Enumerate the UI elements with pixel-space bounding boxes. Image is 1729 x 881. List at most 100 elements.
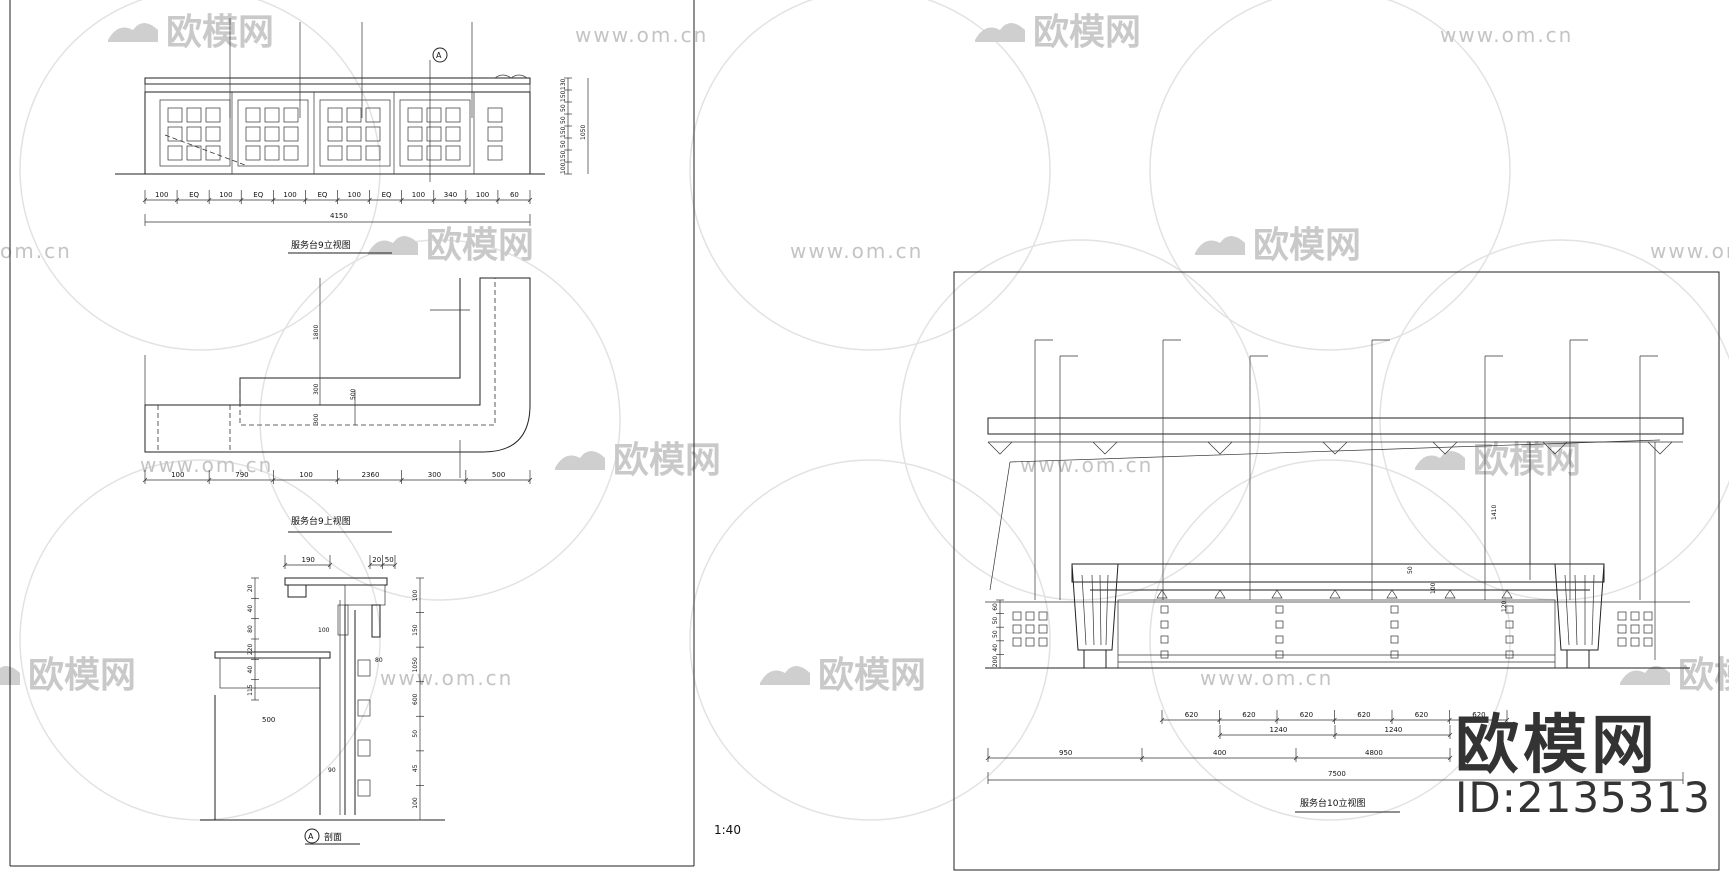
watermark-layer: 欧模网 欧模网 欧模网 欧模网 欧模网 欧模网 bbox=[0, 0, 1729, 821]
counter-stud bbox=[1505, 650, 1514, 659]
right-dim-label: 620 bbox=[1242, 711, 1255, 719]
front-dim-label: EQ bbox=[382, 191, 392, 199]
section-mark-a bbox=[304, 828, 320, 844]
section-dim-label: 20 bbox=[372, 556, 381, 564]
right-dim-label: 620 bbox=[1415, 711, 1428, 719]
side-grid-cell bbox=[1630, 611, 1640, 621]
watermark-url: om.cn bbox=[0, 239, 72, 263]
canopy-bracket bbox=[987, 441, 1013, 455]
canopy-slope-line bbox=[1009, 439, 1661, 463]
molding-profile bbox=[494, 74, 528, 79]
watermark-url: www.om.cn bbox=[1650, 239, 1729, 263]
panel-grid-cell bbox=[365, 126, 381, 142]
top-inner-dim: 500 bbox=[350, 388, 357, 400]
section-right-dim: 45 bbox=[412, 764, 419, 772]
top-inner-dim: 300 bbox=[313, 413, 320, 425]
right-dim-label: 620 bbox=[1300, 711, 1313, 719]
watermark-url: www.om.cn bbox=[380, 666, 513, 690]
panel-grid-cell bbox=[186, 107, 202, 123]
side-grid-cell bbox=[1012, 624, 1022, 634]
watermark-logo: 欧模网 bbox=[1415, 440, 1581, 481]
section-left-dim: 20 bbox=[247, 584, 254, 592]
watermark-text: 欧模网 bbox=[1033, 12, 1141, 53]
section-top-slab bbox=[284, 577, 388, 586]
panel-grid-cell bbox=[407, 126, 423, 142]
panel-grid-cell bbox=[426, 107, 442, 123]
watermark-url: www.om.cn bbox=[790, 239, 923, 263]
panel-grid-cell bbox=[346, 145, 362, 161]
counter-stud bbox=[1505, 605, 1514, 614]
panel-grid-cell bbox=[245, 107, 261, 123]
right-dim-label: 620 bbox=[1472, 711, 1485, 719]
top-dim-label: 2360 bbox=[362, 471, 380, 479]
section-mark-a bbox=[432, 47, 448, 63]
top-dim-label: 300 bbox=[428, 471, 441, 479]
section-dim-label: 50 bbox=[385, 556, 394, 564]
panel-grid-cell bbox=[426, 145, 442, 161]
section-right-dim: 50 bbox=[412, 730, 419, 738]
right-total-dim: 7500 bbox=[1328, 770, 1346, 778]
panel-grid-cell bbox=[264, 126, 280, 142]
watermark-logo: 欧模网 bbox=[975, 12, 1141, 53]
counter-stud bbox=[1160, 620, 1169, 629]
section-left-dim: 40 bbox=[247, 666, 254, 674]
section-left-dim: 80 bbox=[247, 625, 254, 633]
front-height-dim: 150 bbox=[560, 150, 567, 162]
panel-grid-cell bbox=[327, 107, 343, 123]
section-mark-label: A bbox=[436, 51, 442, 60]
counter-stud bbox=[1390, 605, 1399, 614]
watermark-text: 欧模网 bbox=[1473, 440, 1581, 481]
section-dim-label: 190 bbox=[302, 556, 315, 564]
panel-grid-cell bbox=[205, 145, 221, 161]
right-vertical-dim: 50 bbox=[992, 630, 999, 638]
watermark-logo: 欧模网 bbox=[760, 655, 926, 696]
side-grid-cell bbox=[1643, 611, 1653, 621]
section-caption: 剖面 bbox=[324, 831, 342, 843]
counter-inner-edge bbox=[239, 278, 461, 405]
front-panel bbox=[237, 99, 309, 167]
section-left-dim: 115 bbox=[247, 684, 254, 696]
watermark-logo: 欧模网 bbox=[1195, 225, 1361, 266]
section-desk-top bbox=[214, 651, 331, 659]
watermark-text: 欧模网 bbox=[426, 225, 534, 266]
counter-stud bbox=[1160, 605, 1169, 614]
front-total-dim: 4150 bbox=[330, 212, 348, 220]
panel-grid-cell bbox=[365, 145, 381, 161]
watermark-text: 欧模网 bbox=[818, 655, 926, 696]
side-grid-cell bbox=[1630, 637, 1640, 647]
right-vertical-dim: 1410 bbox=[1491, 505, 1498, 520]
watermark-arcs bbox=[19, 0, 1729, 821]
watermark-text: 欧模网 bbox=[28, 655, 136, 696]
watermark-logo: 欧模网 bbox=[0, 655, 136, 696]
front-height-dim: 100 bbox=[560, 162, 567, 174]
counter-stud bbox=[1160, 635, 1169, 644]
watermark-logo: 欧模网 bbox=[108, 12, 274, 53]
panel-grid-cell bbox=[264, 107, 280, 123]
panel-grid-cell bbox=[205, 107, 221, 123]
front-panel bbox=[319, 99, 391, 167]
front-dim-label: 100 bbox=[412, 191, 425, 199]
left-pillar bbox=[1071, 563, 1119, 651]
watermark-logo: 欧模网 bbox=[555, 440, 721, 481]
right-dim-label: 620 bbox=[1185, 711, 1198, 719]
section-nosing bbox=[344, 584, 386, 606]
front-callouts: A bbox=[164, 18, 473, 182]
top-dim-label: 500 bbox=[492, 471, 505, 479]
front-dim-label: EQ bbox=[317, 191, 327, 199]
panel-grid-cell bbox=[445, 107, 461, 123]
top-dim-label: 100 bbox=[171, 471, 184, 479]
side-grid-cell bbox=[1643, 637, 1653, 647]
panel-grid-cell bbox=[346, 107, 362, 123]
service-counter-top bbox=[1071, 563, 1605, 583]
panel-grid-cell bbox=[283, 107, 299, 123]
front-dim-label: EQ bbox=[189, 191, 199, 199]
side-grid-cell bbox=[1617, 624, 1627, 634]
side-grid-cell bbox=[1038, 624, 1048, 634]
right-callouts bbox=[1034, 339, 1658, 600]
brand-watermark-id: ID:2135313 bbox=[1455, 773, 1711, 822]
watermark-url: www.om.cn bbox=[575, 23, 708, 47]
side-wall-grids bbox=[1012, 611, 1653, 647]
